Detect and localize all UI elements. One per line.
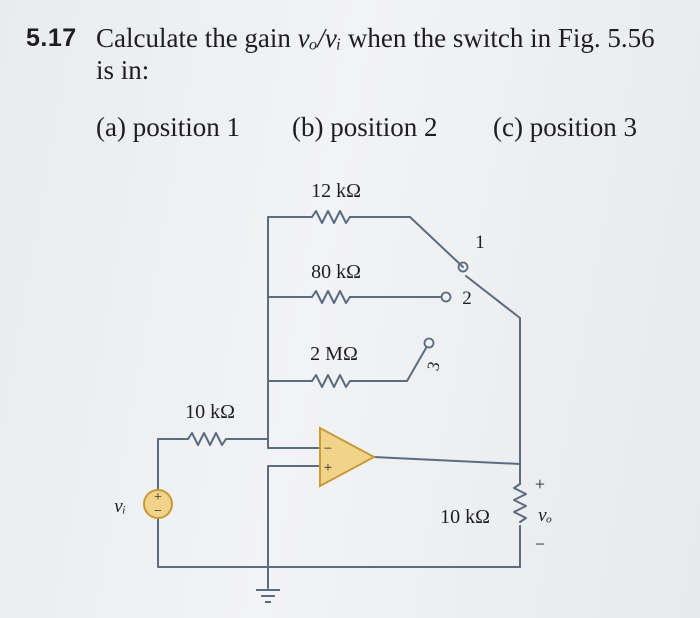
label-switch-2: 2 — [462, 288, 472, 309]
source-minus-sign: − — [154, 504, 162, 519]
resistor-input-10k — [187, 432, 227, 446]
gain-expression: vₒ/vᵢ — [297, 23, 342, 53]
label-switch-3: 3 — [423, 360, 444, 373]
label-source-vi: vᵢ — [114, 496, 125, 517]
switch-contact-1 — [457, 261, 469, 273]
wire-bottom-rail — [157, 517, 521, 568]
ground-symbol — [256, 589, 280, 603]
problem-statement: Calculate the gain vₒ/vᵢ when the switch… — [96, 22, 686, 86]
label-vo-plus: + — [535, 474, 545, 494]
wire-output — [373, 456, 521, 465]
resistor-2m — [311, 374, 351, 388]
voltage-source — [143, 489, 173, 519]
part-b: (b) position 2 — [292, 112, 438, 142]
problem-text-end: when the switch in Fig. 5.56 — [341, 23, 655, 53]
switch-contact-3 — [423, 337, 435, 349]
label-vo: vₒ — [538, 505, 552, 526]
resistor-80k — [311, 290, 351, 304]
opamp-inverting-sign: − — [324, 441, 332, 457]
label-vo-minus: − — [535, 534, 545, 554]
label-r-mid: 80 kΩ — [311, 261, 361, 283]
op-amp — [319, 426, 377, 488]
circuit-wires — [157, 210, 527, 589]
part-c: (c) position 3 — [493, 112, 637, 142]
problem-number: 5.17 — [26, 24, 77, 52]
part-a: (a) position 1 — [96, 112, 240, 142]
problem-text-start: Calculate the gain — [96, 23, 298, 53]
wire-top-right — [349, 216, 464, 268]
resistor-load-10k — [513, 483, 527, 523]
label-r-top: 12 kΩ — [311, 180, 361, 202]
switch-blade — [465, 275, 521, 465]
label-switch-1: 1 — [475, 232, 485, 253]
label-r-load: 10 kΩ — [440, 506, 490, 528]
wire-noninv-ground — [267, 465, 321, 589]
wire-to-inverting — [225, 438, 321, 449]
label-r-in: 10 kΩ — [185, 401, 235, 423]
label-r-low: 2 MΩ — [310, 343, 358, 365]
resistor-12k — [311, 210, 351, 224]
opamp-noninverting-sign: + — [324, 460, 332, 476]
wire-low-right — [349, 347, 427, 382]
problem-text-line2: is in: — [96, 55, 150, 85]
source-plus-sign: + — [154, 490, 162, 505]
switch-contact-2 — [440, 291, 452, 303]
